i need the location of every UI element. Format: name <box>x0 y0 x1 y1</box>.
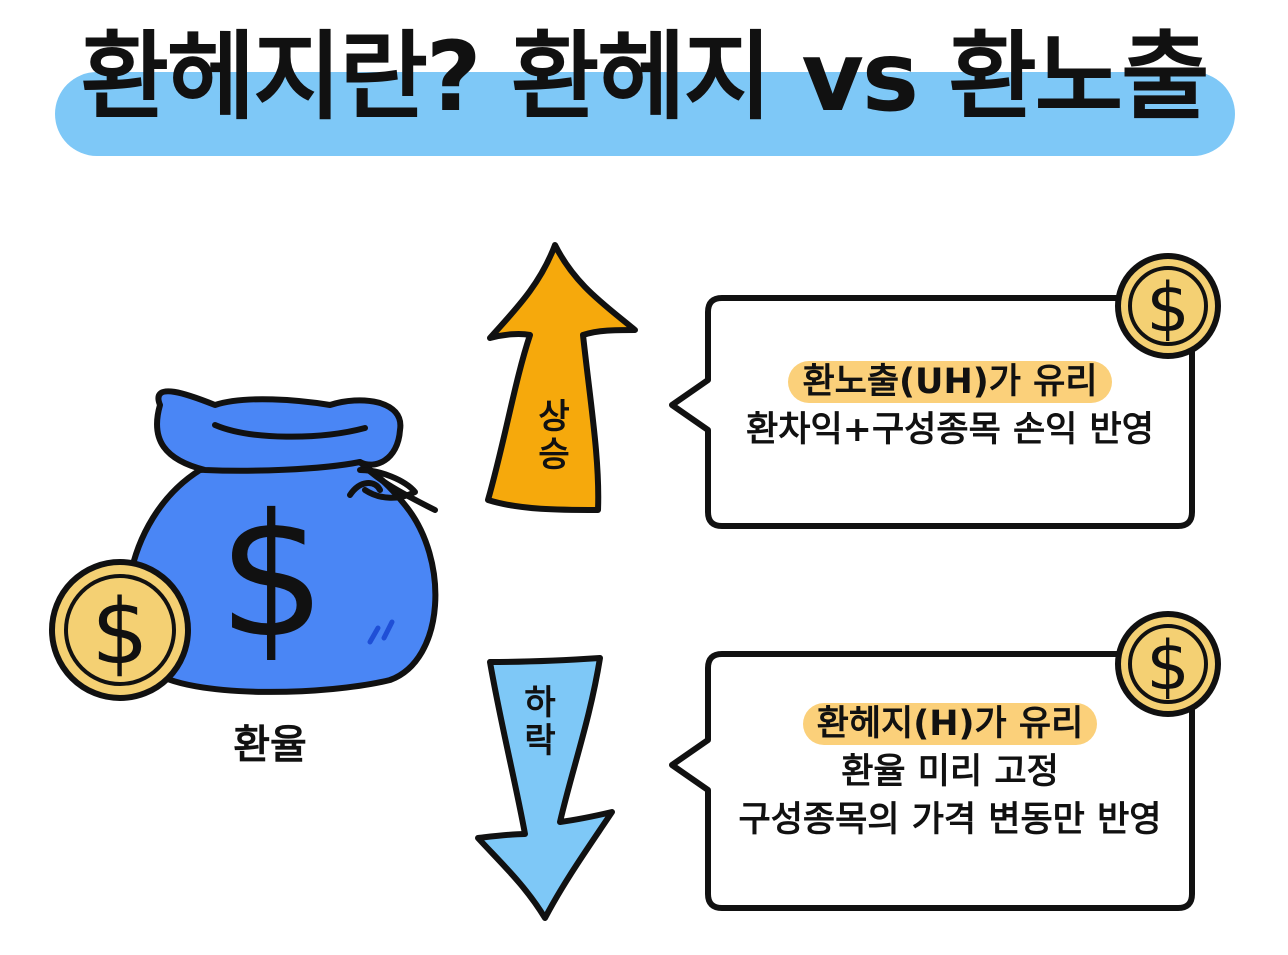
callout-top-headline: 환노출(UH)가 유리 <box>788 361 1112 403</box>
callout-bottom-text: 환헤지(H)가 유리 환율 미리 고정 구성종목의 가격 변동만 반영 <box>700 700 1200 844</box>
arrow-up-label-2: 승 <box>538 435 570 475</box>
coin-icon-bag: $ <box>49 559 191 701</box>
svg-text:$: $ <box>1146 627 1189 706</box>
coin-icon-bottom: $ <box>1115 611 1221 717</box>
bag-dollar-symbol: $ <box>218 478 326 676</box>
bag-label: 환율 <box>233 722 307 768</box>
title-highlight <box>55 72 1235 156</box>
callout-bottom-line2: 구성종목의 가격 변동만 반영 <box>738 800 1162 840</box>
page-title: 환헤지란? 환헤지 vs 환노출 <box>80 21 1210 133</box>
svg-text:$: $ <box>1146 269 1189 348</box>
money-bag-icon <box>124 388 439 695</box>
arrow-up-label: 상 승 <box>524 398 584 474</box>
coin-icon-top: $ <box>1115 253 1221 359</box>
arrow-down-label-1: 하 <box>524 683 556 723</box>
arrow-up-icon <box>485 242 638 513</box>
callout-bottom-headline: 환헤지(H)가 유리 <box>802 703 1098 745</box>
arrow-down-label: 하 락 <box>510 684 570 760</box>
arrow-down-label-2: 락 <box>524 721 556 761</box>
callout-top-line1: 환차익+구성종목 손익 반영 <box>746 410 1154 450</box>
arrow-up-label-1: 상 <box>538 397 570 437</box>
svg-text:$: $ <box>91 580 148 685</box>
callout-top-text: 환노출(UH)가 유리 환차익+구성종목 손익 반영 <box>710 358 1190 454</box>
arrow-down-icon <box>475 655 615 921</box>
callout-bottom-line1: 환율 미리 고정 <box>841 752 1059 792</box>
